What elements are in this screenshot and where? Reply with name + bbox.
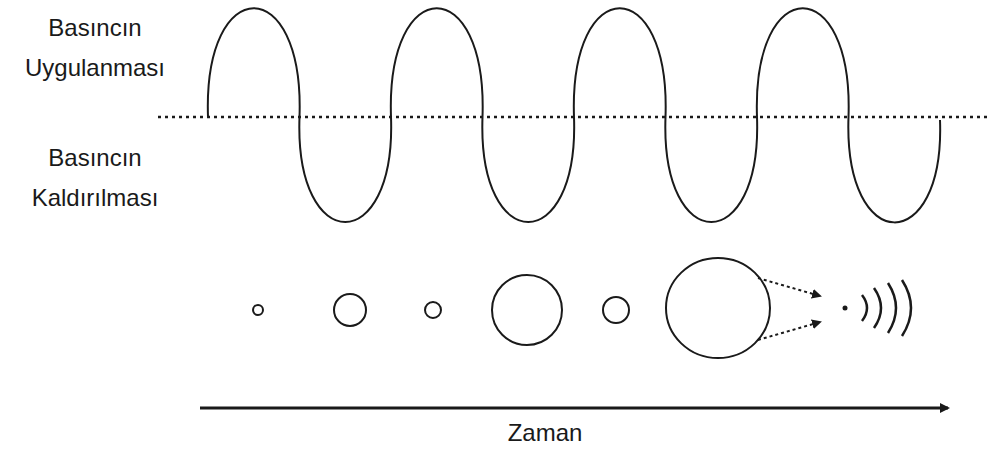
collapse-arrow: [758, 322, 820, 340]
time-axis: [200, 407, 948, 410]
pressure-wave: [208, 8, 940, 222]
axis-label: Basıncın Kaldırılması: [10, 138, 180, 218]
bubbles: [253, 258, 770, 358]
time-label: Zaman: [395, 418, 695, 448]
collapse-arrow: [758, 278, 820, 296]
collapsed-bubble: [843, 306, 848, 311]
shock-waves: [862, 280, 911, 336]
axis-label: Basıncın Uygulanması: [10, 8, 180, 88]
